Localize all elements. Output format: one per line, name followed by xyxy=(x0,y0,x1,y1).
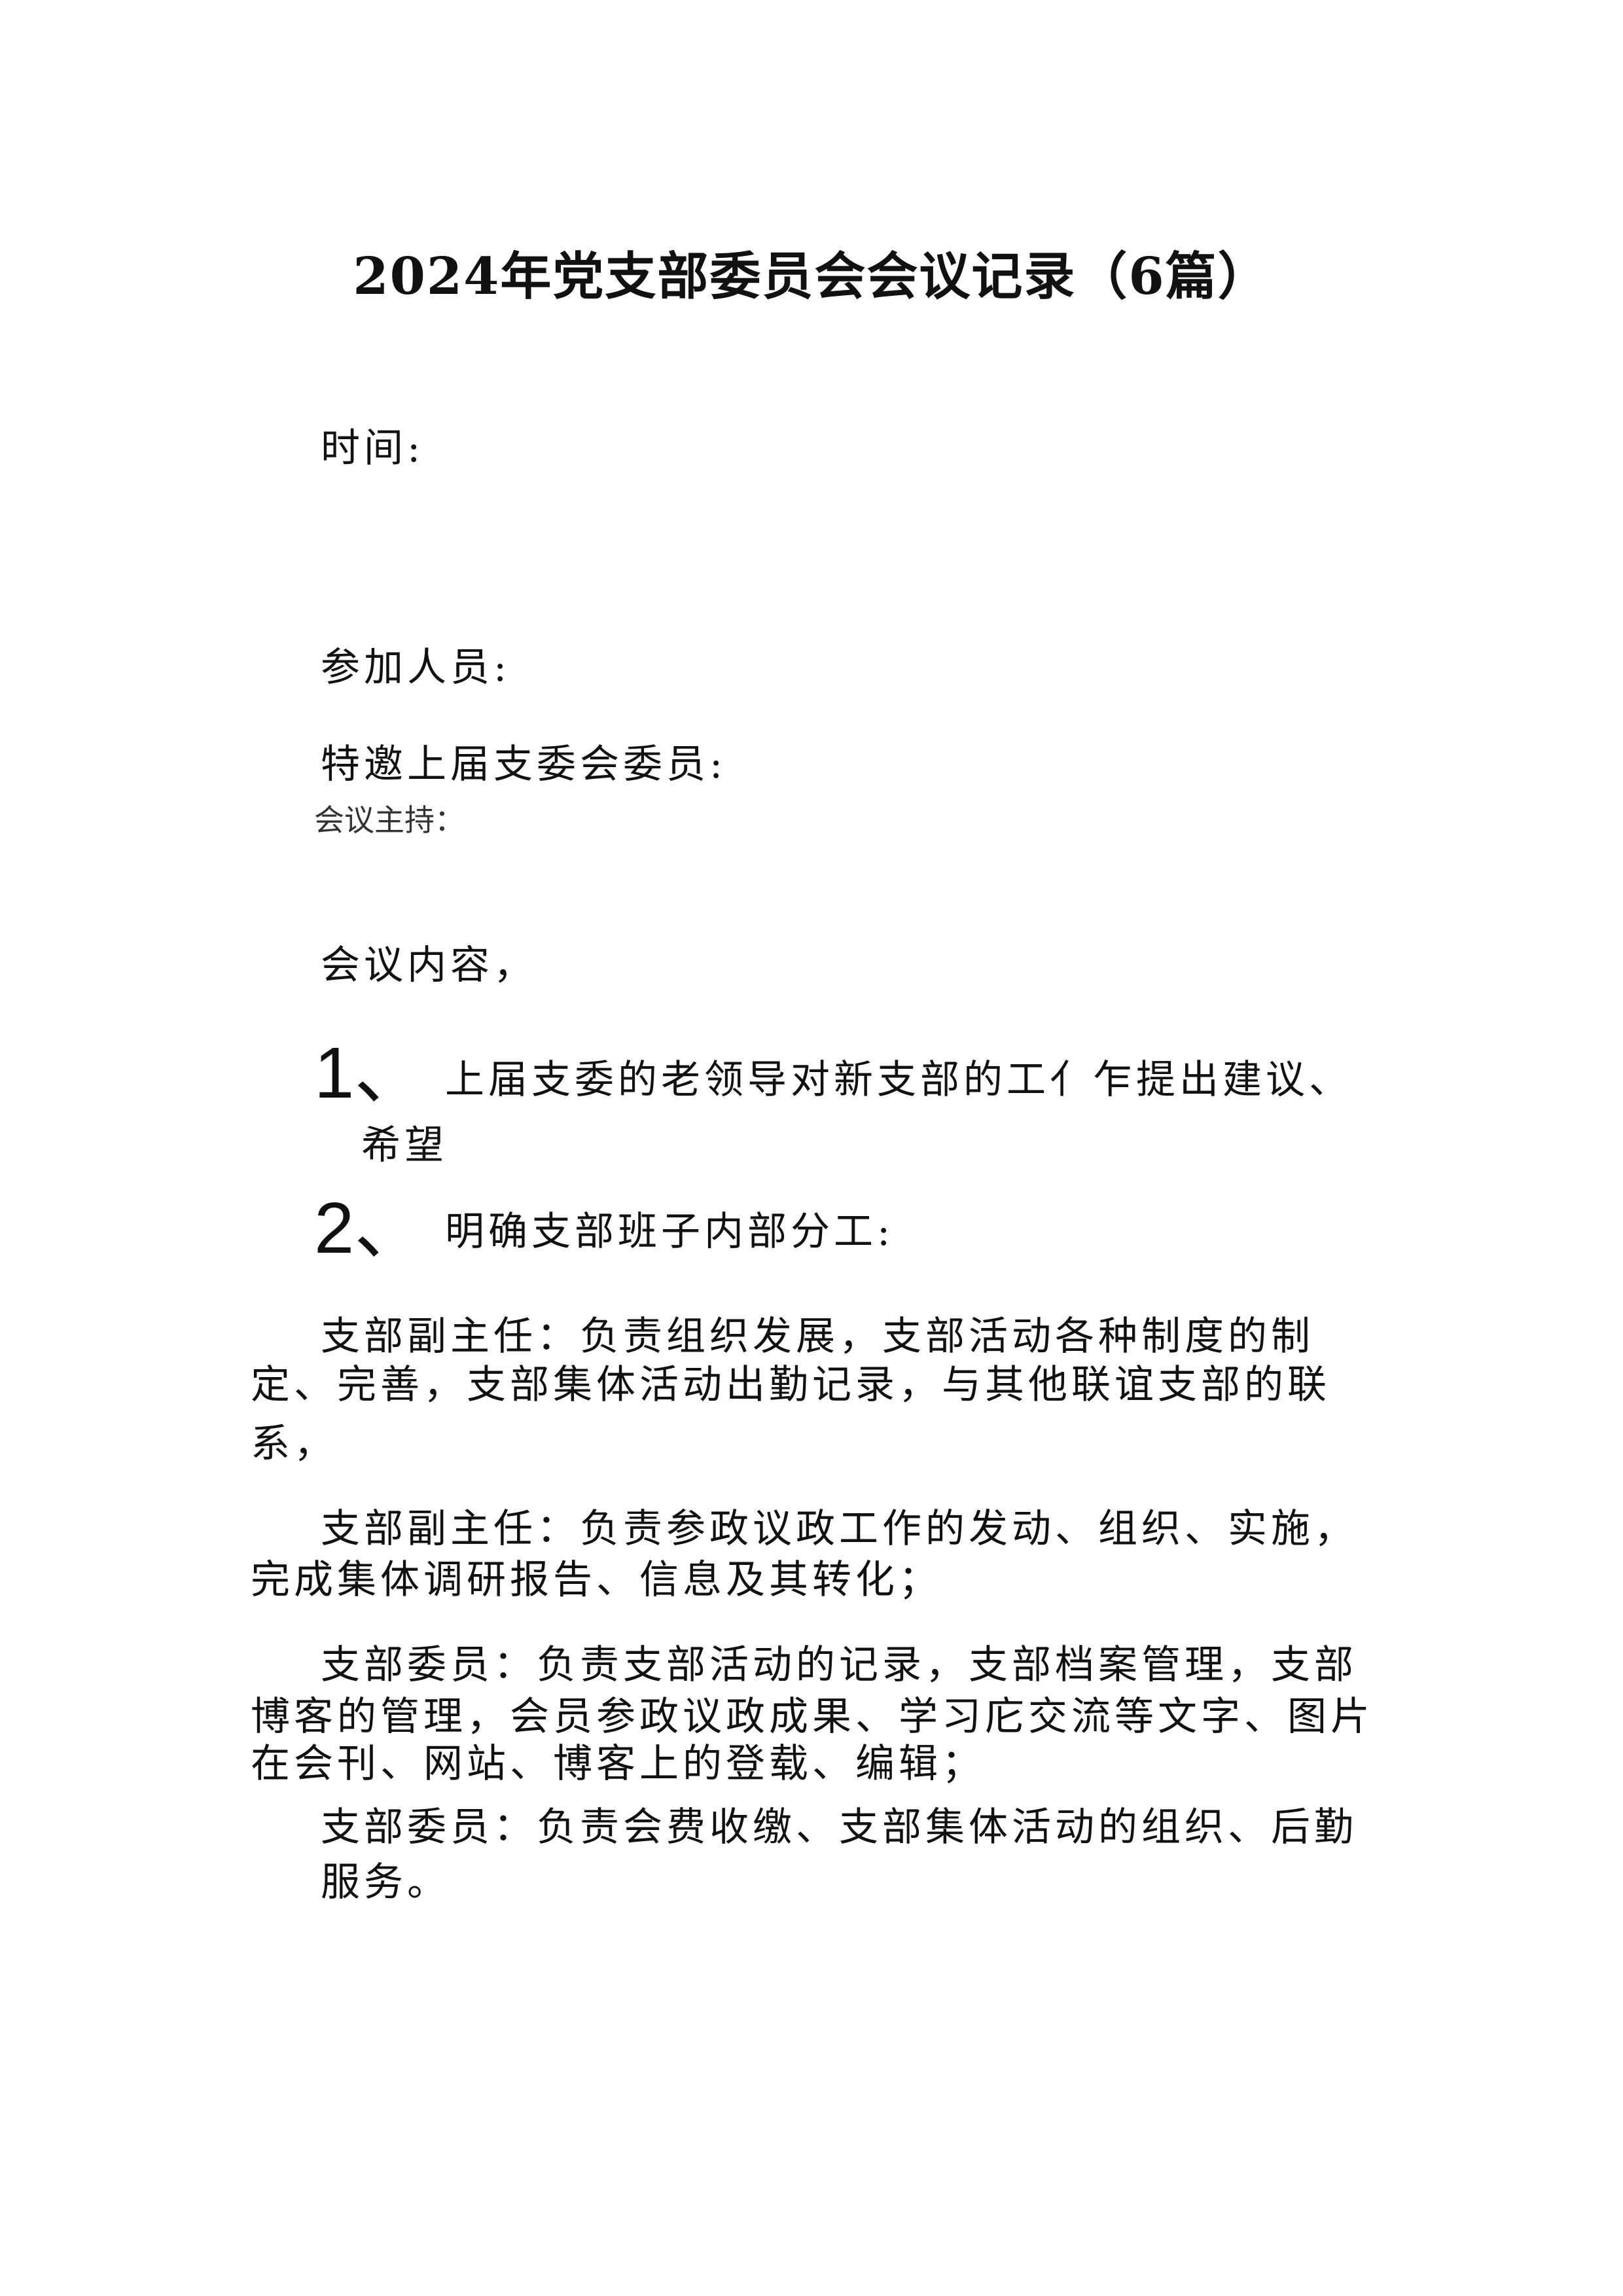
meeting-content-label: 会议内容， xyxy=(321,942,537,988)
paragraph-line: 在会刊、网站、博客上的登载、编辑； xyxy=(251,1741,985,1787)
item-number: 2、 xyxy=(314,1188,427,1268)
paragraph-line: 支部委员：负责支部活动的记录，支部档案管理，支部 xyxy=(321,1642,1357,1688)
meeting-host-label: 会议主持： xyxy=(314,802,465,838)
paragraph-line: 支部副主任：负责参政议政工作的发动、组织、实施， xyxy=(321,1506,1357,1552)
time-label: 时间: xyxy=(321,425,425,471)
paragraph-line: 支部委员：负责会费收缴、支部集体活动的组织、后勤 xyxy=(321,1804,1357,1850)
paragraph-line: 博客的管理，会员参政议政成果、学习庀交流等文字、图片 xyxy=(251,1694,1374,1740)
attendees-label: 参加人员: xyxy=(321,645,511,691)
item-2-line: 明确支部班子内部分工: xyxy=(445,1209,895,1255)
item-1-line: 上届支委的老领导对新支部的工亻乍提出建议、 xyxy=(445,1057,1352,1103)
item-1-line: 希望 xyxy=(361,1122,448,1168)
document-title: 2024年党支部委员会会议记录（6篇） xyxy=(353,247,1270,306)
paragraph-line: 系， xyxy=(251,1421,337,1467)
paragraph-line: 支部副主任：负责组织发展，支部活动各种制度的制 xyxy=(321,1314,1314,1359)
item-number: 1、 xyxy=(314,1033,427,1113)
invited-members-label: 特邀上届支委会委员: xyxy=(321,742,727,787)
paragraph-line: 定、完善，支部集体活动出勤记录，与其他联谊支部的联 xyxy=(251,1362,1330,1408)
paragraph-line: 服务。 xyxy=(321,1859,450,1905)
paragraph-line: 完成集体调研报告、信息及其转化； xyxy=(251,1557,942,1603)
